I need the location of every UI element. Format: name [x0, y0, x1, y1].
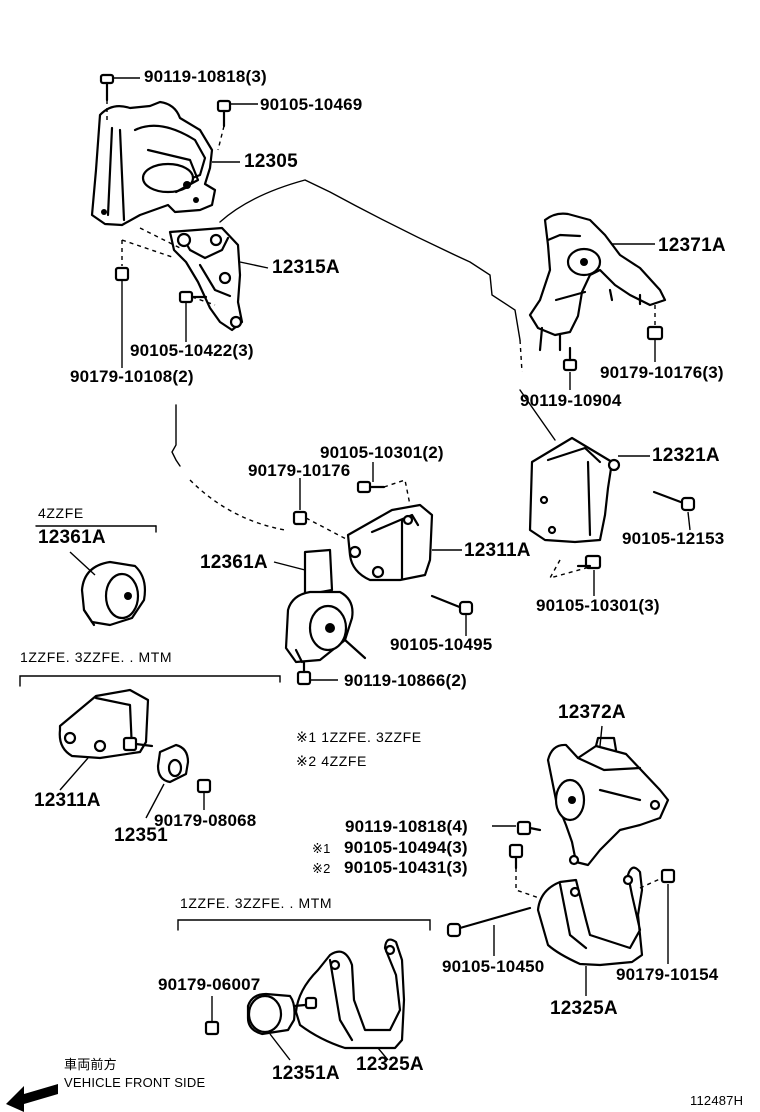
condition-mt-group-1: 1ZZFE. 3ZZFE. . MTM — [20, 649, 173, 665]
nut-90179-10108[interactable] — [114, 266, 130, 282]
label-90119-10866-2: 90119-10866(2) — [344, 671, 467, 690]
bracket-12372A[interactable] — [546, 736, 670, 867]
insulator-12361A-4zzfe[interactable] — [80, 560, 147, 627]
condition-bracket-line-1 — [19, 675, 281, 687]
condition-bracket-line-2 — [177, 919, 431, 931]
note-1: ※1 1ZZFE. 3ZZFE — [296, 729, 422, 745]
bracket-12311A-center[interactable] — [346, 503, 434, 582]
bracket-12325A-bottom[interactable] — [294, 938, 406, 1050]
bolt-12311A-left[interactable] — [122, 736, 154, 752]
bracket-12315A[interactable] — [168, 226, 244, 332]
label-90179-10176: 90179-10176 — [248, 461, 351, 480]
label-12351: 12351 — [114, 825, 168, 846]
label-90105-10494-3: 90105-10494(3) — [344, 838, 468, 857]
bracket-12325A-right[interactable] — [536, 866, 644, 967]
label-12325A-bottom: 12325A — [356, 1054, 424, 1075]
label-90105-10431-3: 90105-10431(3) — [344, 858, 468, 877]
bolt-90105-10494[interactable] — [508, 843, 524, 870]
note-2: ※2 4ZZFE — [296, 753, 367, 769]
bracket-12305[interactable] — [90, 100, 217, 227]
bracket-12371A[interactable] — [528, 212, 667, 352]
bolt-90105-10495[interactable] — [430, 594, 474, 616]
label-90105-10495: 90105-10495 — [390, 635, 493, 654]
label-90119-10904: 90119-10904 — [520, 391, 622, 410]
bolt-90105-12153[interactable] — [652, 490, 696, 512]
nut-90179-10154[interactable] — [660, 868, 676, 884]
nut-90179-10176-right[interactable] — [646, 325, 664, 341]
bushing-12351A[interactable] — [246, 992, 318, 1036]
label-12305: 12305 — [244, 151, 298, 172]
bolt-90105-10450[interactable] — [446, 906, 532, 938]
bolt-90119-10818-right[interactable] — [516, 820, 542, 836]
bolt-90105-10301-right[interactable] — [576, 554, 602, 570]
label-90105-10469: 90105-10469 — [260, 95, 363, 114]
nut-90179-10176-center[interactable] — [292, 510, 308, 526]
front-label-en: VEHICLE FRONT SIDE — [64, 1075, 206, 1090]
label-12371A: 12371A — [658, 235, 726, 256]
label-90105-10450: 90105-10450 — [442, 957, 545, 976]
bracket-12321A[interactable] — [528, 436, 621, 544]
label-12321A: 12321A — [652, 445, 720, 466]
label-12361A-4zzfe: 12361A — [38, 527, 106, 548]
label-90179-10154: 90179-10154 — [616, 965, 719, 984]
label-12315A: 12315A — [272, 257, 340, 278]
label-90179-10176-3: 90179-10176(3) — [600, 363, 724, 382]
label-12372A: 12372A — [558, 702, 626, 723]
label-12361A-main: 12361A — [200, 552, 268, 573]
label-12351A: 12351A — [272, 1063, 340, 1084]
bolt-90119-10818-top[interactable] — [99, 73, 115, 102]
label-12311A-left: 12311A — [34, 790, 101, 811]
mark-1: ※1 — [312, 841, 331, 856]
label-90179-08068: 90179-08068 — [154, 811, 257, 830]
label-12325A-right: 12325A — [550, 998, 618, 1019]
condition-mt-group-2: 1ZZFE. 3ZZFE. . MTM — [180, 895, 333, 911]
front-arrow-icon — [6, 1084, 58, 1112]
bolt-90105-10301-center[interactable] — [356, 480, 386, 494]
mark-2: ※2 — [312, 861, 331, 876]
label-90179-10108-2: 90179-10108(2) — [70, 367, 194, 386]
label-90105-12153: 90105-12153 — [622, 529, 725, 548]
condition-4zzfe: 4ZZFE — [38, 505, 84, 521]
label-90179-06007: 90179-06007 — [158, 975, 261, 994]
bolt-90105-10469[interactable] — [216, 99, 232, 128]
bushing-12351[interactable] — [156, 743, 190, 784]
bolt-90119-10904[interactable] — [562, 346, 578, 372]
label-90105-10422-3: 90105-10422(3) — [130, 341, 254, 360]
label-90105-10301-2: 90105-10301(2) — [320, 443, 444, 462]
label-90119-10818-3: 90119-10818(3) — [144, 67, 267, 86]
bolt-90119-10866[interactable] — [296, 660, 312, 686]
nut-90179-08068[interactable] — [196, 778, 212, 794]
label-12311A-center: 12311A — [464, 540, 531, 561]
figure-id: 112487H — [690, 1093, 744, 1108]
insulator-12361A-main[interactable] — [284, 548, 367, 664]
nut-90179-06007[interactable] — [204, 1020, 220, 1036]
front-label-jp: 車両前方 — [64, 1057, 117, 1072]
label-90119-10818-4: 90119-10818(4) — [345, 817, 468, 836]
label-90105-10301-3: 90105-10301(3) — [536, 596, 660, 615]
